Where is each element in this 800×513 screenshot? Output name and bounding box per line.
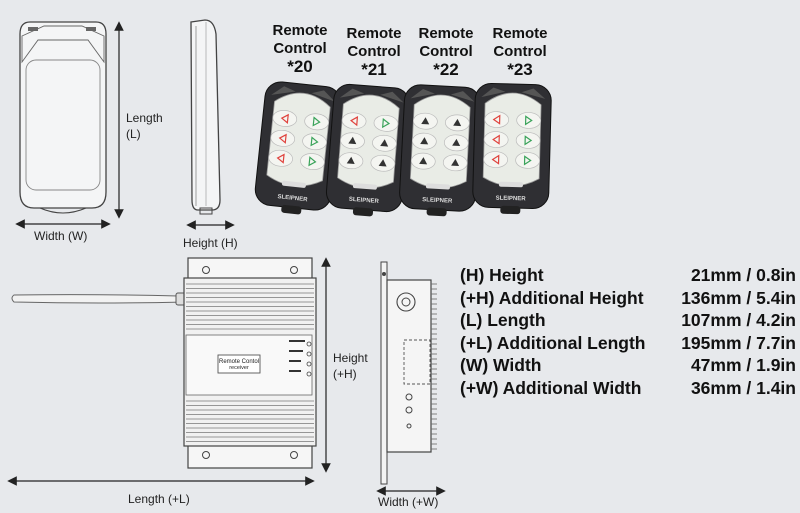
receiver-label-line1: Remote Contol (219, 359, 259, 365)
remotes-group: SLEIPNER SLEIPNER SLEIPNER SLEIPNER (254, 81, 552, 217)
remote-21: SLEIPNER (325, 83, 411, 217)
remote-number: *22 (433, 60, 459, 79)
remote-23: SLEIPNER (472, 82, 552, 215)
remote-number: *23 (507, 60, 533, 79)
remote-title-20: Remote Control *20 (260, 22, 340, 76)
receiver-label-line2: receiver (229, 365, 249, 371)
spec-value: 36mm / 1.4in (690, 377, 796, 398)
remote-20: SLEIPNER (254, 81, 342, 215)
remote-title-line1: Remote (418, 25, 474, 42)
width-plus-w-label: Width (+W) (378, 495, 439, 509)
spec-value: 21mm / 0.8in (690, 265, 796, 285)
remote-title-line2: Control (347, 43, 401, 60)
width-w-label: Width (W) (34, 229, 88, 243)
spec-label: (+L) Additional Length (460, 332, 646, 353)
length-plus-l-label: Length (+L) (128, 492, 190, 506)
spec-label: (L) Length (460, 310, 546, 330)
length-l-label: Length (L) (126, 110, 163, 142)
remote-title-line1: Remote (492, 25, 548, 42)
spec-label: (+H) Additional Height (460, 287, 644, 308)
height-plus-h-label-line1: Height (333, 351, 368, 365)
remote-title-line1: Remote (346, 25, 402, 42)
spec-label: (+W) Additional Width (460, 377, 642, 398)
brand-label: SLEIPNER (422, 197, 453, 205)
remote-number: *21 (361, 60, 387, 79)
spec-label: (W) Width (460, 355, 542, 375)
brand-label: SLEIPNER (496, 196, 527, 203)
remote-side-outline (190, 19, 221, 215)
remote-title-23: Remote Control *23 (480, 25, 560, 79)
height-plus-h-label: Height (+H) (333, 350, 368, 382)
height-plus-h-label-line2: (+H) (333, 367, 357, 381)
remote-title-line2: Control (419, 43, 473, 60)
spec-value: 195mm / 7.7in (681, 332, 796, 353)
height-h-label: Height (H) (183, 236, 238, 250)
brand-label: SLEIPNER (277, 194, 308, 203)
remote-title-line2: Control (273, 40, 327, 57)
remote-title-line1: Remote (272, 22, 328, 39)
remote-title-line2: Control (493, 43, 547, 60)
antenna (11, 292, 189, 306)
receiver-side (380, 261, 437, 485)
brand-label: SLEIPNER (349, 197, 380, 205)
remote-22: SLEIPNER (399, 84, 481, 217)
remote-number: *20 (287, 57, 313, 76)
length-l-label-line1: Length (126, 111, 163, 125)
length-l-label-line2: (L) (126, 127, 141, 141)
spec-value: 107mm / 4.2in (681, 310, 796, 330)
spec-value: 136mm / 5.4in (681, 287, 796, 308)
remote-title-22: Remote Control *22 (406, 25, 486, 79)
remote-title-21: Remote Control *21 (334, 25, 414, 79)
spec-value: 47mm / 1.9in (690, 355, 796, 375)
receiver-front (183, 257, 317, 469)
spec-label: (H) Height (460, 265, 544, 285)
remote-front-outline (19, 21, 107, 214)
